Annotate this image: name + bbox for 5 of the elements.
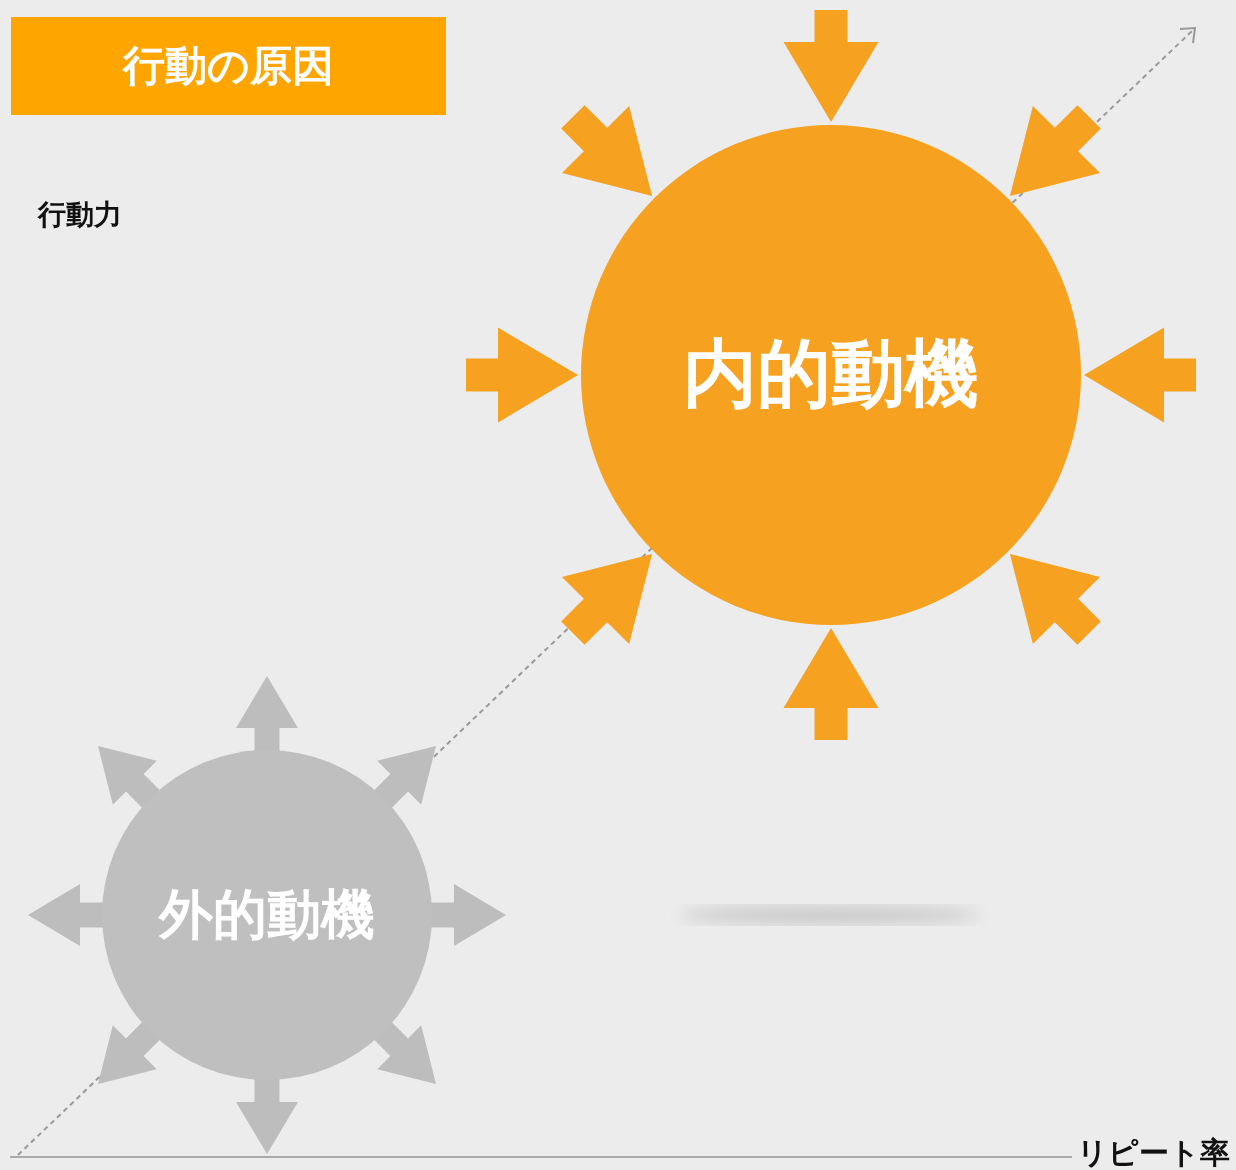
motive-label: 外的動機	[159, 881, 375, 948]
x-axis-label: リピート率	[1077, 1134, 1230, 1170]
y-axis-label: 行動力	[38, 197, 122, 233]
motive-label: 内的動機	[683, 329, 979, 418]
title-banner: 行動の原因	[11, 17, 446, 115]
